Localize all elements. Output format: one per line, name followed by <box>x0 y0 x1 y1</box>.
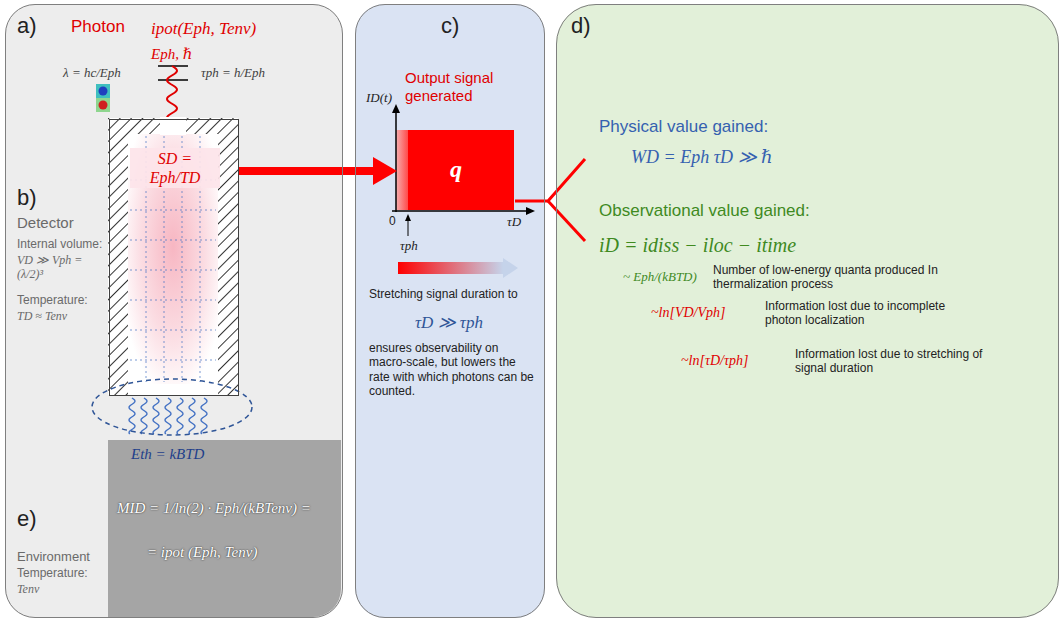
thermal-contact <box>92 379 252 435</box>
detector-housing: SD = Eph/TD <box>109 119 239 396</box>
entropy-formula: SD = Eph/TD <box>130 148 220 188</box>
axis-tick: τph <box>400 238 418 254</box>
y-axis <box>395 110 397 212</box>
panel-letter: a) <box>17 13 37 39</box>
panel-heading: Photon <box>71 17 125 37</box>
stretch-arrow <box>503 258 518 278</box>
formula: τph = h/Eph <box>201 65 265 81</box>
note: Number of low-energy quanta produced In … <box>713 263 963 292</box>
thermal-waves <box>141 398 147 434</box>
tick-pointer <box>405 214 411 221</box>
heading: Physical value gained: <box>599 117 768 137</box>
cavity-grid <box>130 270 216 271</box>
formula: λ = hc/Eph <box>63 65 121 81</box>
x-axis <box>392 210 528 212</box>
formula: ipot(Eph, Tenv) <box>151 19 256 39</box>
panel-letter: b) <box>17 185 37 211</box>
axis-tick: 0 <box>389 214 396 228</box>
heading: Output signal generated <box>405 69 525 105</box>
formula: ~ln[τD/τph] <box>681 353 748 370</box>
cavity-grid <box>130 240 216 241</box>
cavity-grid <box>130 330 216 331</box>
signal-pulse: q <box>397 131 515 211</box>
axis-tick: τD <box>507 214 521 230</box>
connector-line <box>239 167 377 175</box>
note: Information lost due to incomplete photo… <box>765 299 975 328</box>
node-fills <box>5 4 1059 618</box>
thermal-waves <box>129 398 135 434</box>
cavity-grid <box>130 360 216 361</box>
note: Temperature: <box>17 566 107 580</box>
note: Information lost due to stretching of si… <box>795 347 1005 376</box>
panel: d) Physical value gained: WD = Eph τD ≫ ℏ O… <box>556 4 1059 618</box>
signal-arrow <box>239 171 377 172</box>
note: ensures observability on macro-scale, bu… <box>369 341 539 399</box>
panel-fill <box>5 4 343 618</box>
formula: Tenv <box>17 582 107 596</box>
stretch-bar <box>398 262 503 274</box>
formula: τD ≫ τph <box>415 313 483 333</box>
tick-pointer <box>408 220 409 236</box>
formula: = ipot (Eph, Tenv) <box>147 543 257 561</box>
formula: WD = Eph τD ≫ ℏ <box>631 147 773 169</box>
formula: ~ Eph/(kBTD) <box>623 269 697 285</box>
axis-head <box>526 207 535 215</box>
cavity-grid <box>130 300 216 301</box>
thermal-waves <box>201 398 207 434</box>
formula: TD ≈ Tenv <box>17 309 107 323</box>
panel-letter: d) <box>571 13 591 39</box>
environment-region: Eth = kBTD MID = 1/ln(2) · Eph/(kBTenv) =… <box>109 441 342 618</box>
thermal-waves <box>129 398 207 434</box>
signal-pulse-fill <box>396 130 514 210</box>
energy-level <box>158 79 188 81</box>
heading: Environment <box>17 549 107 565</box>
panel: SD = Eph/TD Eth = kBTD MID = 1/ln(2) · Eph… <box>5 4 343 618</box>
panel-fill <box>355 4 545 618</box>
formula: VD ≫ Vph = (λ/2)³ <box>17 253 107 282</box>
detector-housing-fill <box>108 118 238 395</box>
axis-label: ID(t) <box>366 90 392 106</box>
formula: iD = idiss − iloc − itime <box>599 233 796 257</box>
value-fork <box>515 159 585 241</box>
formula: ~ln[VD/Vph] <box>651 305 725 322</box>
axis-head <box>392 104 400 113</box>
mode-image <box>99 87 108 96</box>
note: Stretching signal duration to <box>369 287 539 301</box>
thermal-waves <box>177 398 183 434</box>
photon-pulse <box>396 130 408 210</box>
mode-image <box>99 101 108 110</box>
heading: Observational value gained: <box>599 201 810 221</box>
panel-letter: e) <box>17 506 37 532</box>
formula: MID = 1/ln(2) · Eph/(kBTenv) = <box>117 499 339 517</box>
connector-line <box>548 201 585 241</box>
note: Temperature: <box>17 293 107 307</box>
thermal-waves <box>153 398 159 434</box>
mode-image <box>96 98 110 112</box>
heading: Detector <box>17 214 107 232</box>
mode-image <box>96 84 110 98</box>
note: Internal volume: <box>17 237 107 251</box>
formula: Eth = kBTD <box>131 445 204 463</box>
formula: Eph, ℏ <box>151 45 192 63</box>
environment-region-fill <box>108 440 341 617</box>
panel-fill <box>556 4 1059 618</box>
thermal-waves <box>189 398 195 434</box>
cavity-grid <box>130 210 216 211</box>
connector-line <box>515 159 585 201</box>
charge-symbol: q <box>397 155 515 184</box>
thermal-waves <box>165 398 171 434</box>
panel-letter: c) <box>441 13 459 39</box>
